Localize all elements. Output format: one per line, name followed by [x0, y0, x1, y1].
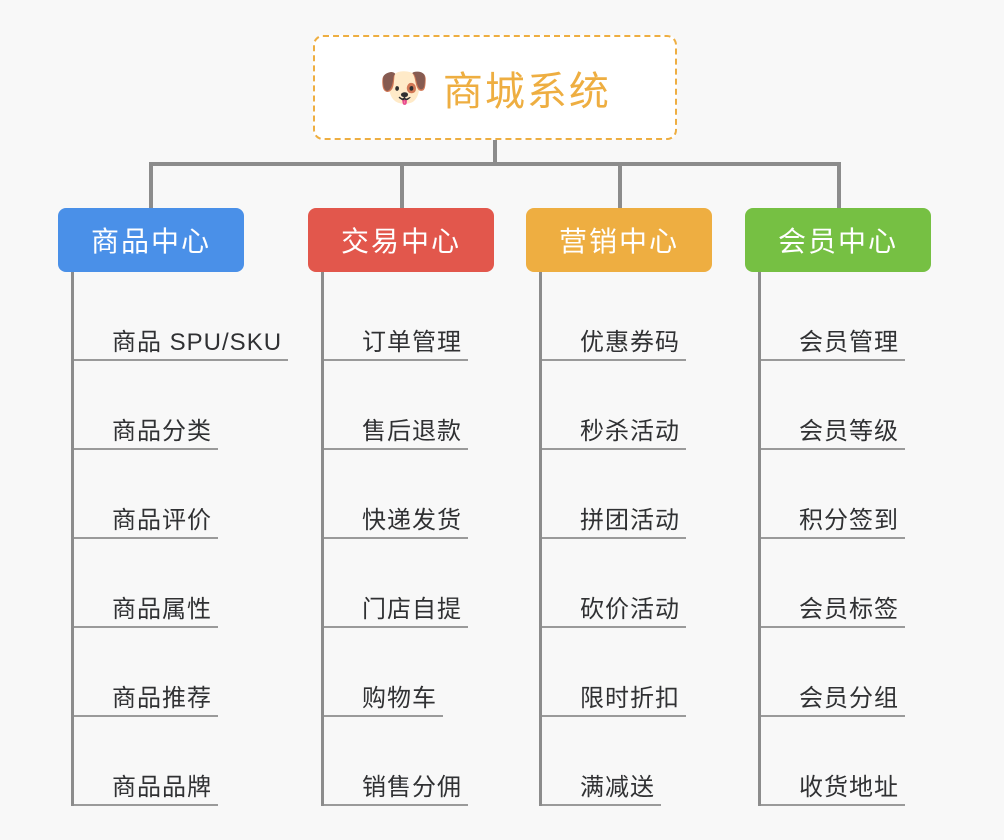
list-item[interactable]: 会员标签: [761, 539, 905, 628]
leaf-underline: [74, 804, 218, 806]
leaf-underline: [761, 626, 905, 628]
leaf-underline: [542, 448, 686, 450]
leaf-list-4: 会员管理 会员等级 积分签到 会员标签 会员分组 收货地址: [758, 272, 905, 806]
leaf-underline: [74, 448, 218, 450]
leaf-underline: [74, 715, 218, 717]
leaf-underline: [324, 715, 443, 717]
list-item[interactable]: 商品分类: [74, 361, 288, 450]
leaf-underline: [74, 359, 288, 361]
connector-root-stem: [493, 140, 497, 164]
leaf-label: 商品 SPU/SKU: [112, 329, 283, 356]
connector-horizontal-bus: [149, 162, 841, 166]
leaf-label: 优惠券码: [580, 329, 680, 356]
category-header-1[interactable]: 商品中心: [58, 208, 244, 272]
category-title-4: 会员中心: [777, 226, 898, 257]
leaf-label: 拼团活动: [580, 507, 680, 534]
leaf-underline: [542, 537, 686, 539]
list-item[interactable]: 商品推荐: [74, 628, 288, 717]
category-header-2[interactable]: 交易中心: [308, 208, 494, 272]
leaf-underline: [761, 804, 905, 806]
leaf-underline: [74, 537, 218, 539]
list-item[interactable]: 会员等级: [761, 361, 905, 450]
leaf-label: 商品推荐: [112, 685, 212, 712]
list-item[interactable]: 门店自提: [324, 539, 468, 628]
leaf-list-3: 优惠券码 秒杀活动 拼团活动 砍价活动 限时折扣 满减送: [539, 272, 686, 806]
connector-drop-3: [618, 162, 622, 210]
leaf-underline: [761, 537, 905, 539]
category-title-3: 营销中心: [558, 226, 679, 257]
leaf-label: 售后退款: [362, 418, 462, 445]
leaf-underline: [74, 626, 218, 628]
leaf-label: 积分签到: [799, 507, 899, 534]
category-header-4[interactable]: 会员中心: [745, 208, 931, 272]
list-item[interactable]: 会员分组: [761, 628, 905, 717]
list-item[interactable]: 订单管理: [324, 272, 468, 361]
category-title-1: 商品中心: [90, 226, 211, 257]
connector-drop-2: [400, 162, 404, 210]
list-item[interactable]: 商品品牌: [74, 717, 288, 806]
leaf-underline: [761, 448, 905, 450]
list-item[interactable]: 优惠券码: [542, 272, 686, 361]
leaf-underline: [542, 359, 686, 361]
category-title-2: 交易中心: [340, 226, 461, 257]
category-header-3[interactable]: 营销中心: [526, 208, 712, 272]
leaf-underline: [542, 626, 686, 628]
leaf-underline: [324, 626, 468, 628]
leaf-label: 门店自提: [362, 596, 462, 623]
leaf-label: 销售分佣: [362, 774, 462, 801]
leaf-label: 订单管理: [362, 329, 462, 356]
leaf-underline: [324, 537, 468, 539]
leaf-label: 会员等级: [799, 418, 899, 445]
list-item[interactable]: 销售分佣: [324, 717, 468, 806]
list-item[interactable]: 快递发货: [324, 450, 468, 539]
dog-face-icon: 🐶: [379, 64, 429, 111]
leaf-label: 快递发货: [362, 507, 462, 534]
leaf-underline: [324, 448, 468, 450]
list-item[interactable]: 积分签到: [761, 450, 905, 539]
list-item[interactable]: 满减送: [542, 717, 686, 806]
leaf-label: 限时折扣: [580, 685, 680, 712]
leaf-underline: [542, 804, 661, 806]
leaf-label: 收货地址: [799, 774, 899, 801]
leaf-label: 会员标签: [799, 596, 899, 623]
leaf-underline: [761, 715, 905, 717]
leaf-underline: [324, 359, 468, 361]
leaf-underline: [761, 359, 905, 361]
leaf-label: 会员管理: [799, 329, 899, 356]
leaf-label: 购物车: [362, 685, 437, 712]
leaf-list-2: 订单管理 售后退款 快递发货 门店自提 购物车 销售分佣: [321, 272, 468, 806]
list-item[interactable]: 拼团活动: [542, 450, 686, 539]
list-item[interactable]: 限时折扣: [542, 628, 686, 717]
leaf-label: 满减送: [580, 774, 655, 801]
list-item[interactable]: 会员管理: [761, 272, 905, 361]
leaf-label: 商品品牌: [112, 774, 212, 801]
connector-drop-1: [149, 162, 153, 210]
leaf-label: 秒杀活动: [580, 418, 680, 445]
root-title: 商城系统: [442, 69, 611, 114]
list-item[interactable]: 商品评价: [74, 450, 288, 539]
leaf-underline: [324, 804, 468, 806]
list-item[interactable]: 商品属性: [74, 539, 288, 628]
leaf-list-1: 商品 SPU/SKU 商品分类 商品评价 商品属性 商品推荐 商品品牌: [71, 272, 288, 806]
list-item[interactable]: 收货地址: [761, 717, 905, 806]
leaf-label: 商品评价: [112, 507, 212, 534]
list-item[interactable]: 售后退款: [324, 361, 468, 450]
leaf-label: 会员分组: [799, 685, 899, 712]
connector-drop-4: [837, 162, 841, 210]
leaf-underline: [542, 715, 686, 717]
leaf-label: 砍价活动: [580, 596, 680, 623]
root-node[interactable]: 🐶 商城系统: [313, 35, 677, 140]
list-item[interactable]: 购物车: [324, 628, 468, 717]
leaf-label: 商品分类: [112, 418, 212, 445]
list-item[interactable]: 砍价活动: [542, 539, 686, 628]
list-item[interactable]: 秒杀活动: [542, 361, 686, 450]
leaf-label: 商品属性: [112, 596, 212, 623]
list-item[interactable]: 商品 SPU/SKU: [74, 272, 288, 361]
